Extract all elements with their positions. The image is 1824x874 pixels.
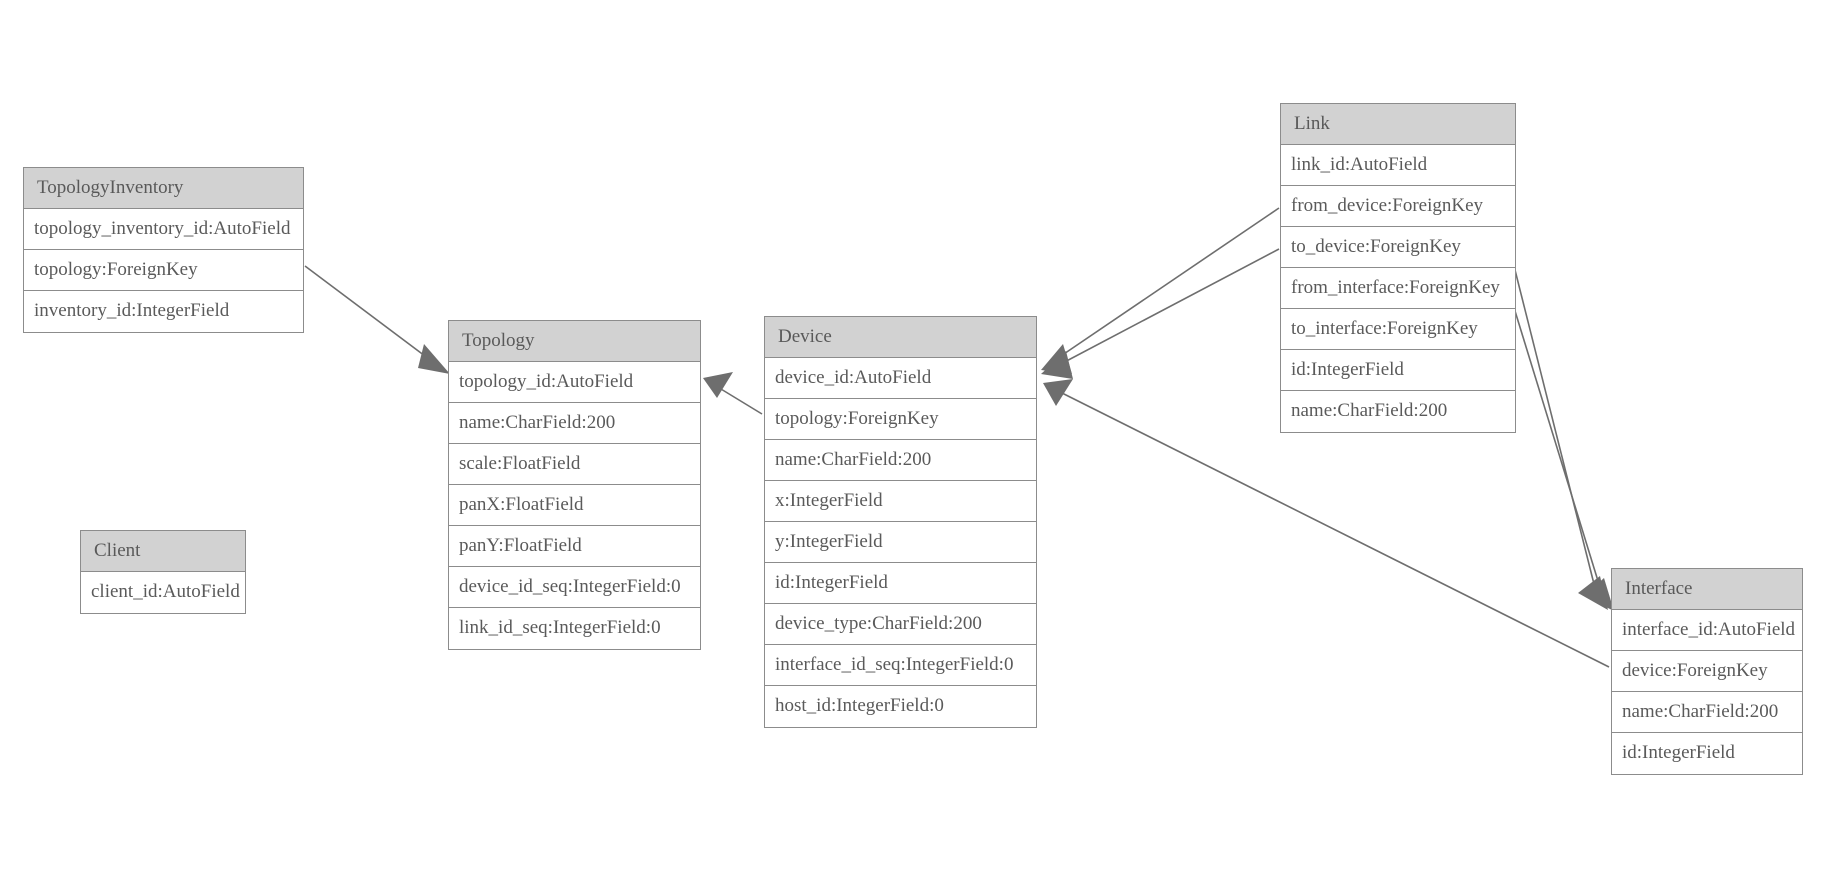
entity-topology[interactable]: Topology topology_id:AutoField name:Char… xyxy=(448,320,701,650)
entity-device[interactable]: Device device_id:AutoField topology:Fore… xyxy=(764,316,1037,728)
field-row: scale:FloatField xyxy=(449,444,700,485)
field-row: inventory_id:IntegerField xyxy=(24,291,303,332)
field-row: to_device:ForeignKey xyxy=(1281,227,1515,268)
field-row: id:IntegerField xyxy=(1281,350,1515,391)
entity-topology-inventory[interactable]: TopologyInventory topology_inventory_id:… xyxy=(23,167,304,333)
entity-interface[interactable]: Interface interface_id:AutoField device:… xyxy=(1611,568,1803,775)
field-row: name:CharField:200 xyxy=(449,403,700,444)
field-row: from_interface:ForeignKey xyxy=(1281,268,1515,309)
field-row: panX:FloatField xyxy=(449,485,700,526)
field-row: id:IntegerField xyxy=(1612,733,1802,774)
entity-link[interactable]: Link link_id:AutoField from_device:Forei… xyxy=(1280,103,1516,433)
edge-link-from-device xyxy=(1041,207,1280,374)
entity-title: Device xyxy=(765,317,1036,358)
field-row: y:IntegerField xyxy=(765,522,1036,563)
field-row: link_id_seq:IntegerField:0 xyxy=(449,608,700,649)
field-row: host_id:IntegerField:0 xyxy=(765,686,1036,727)
field-row: panY:FloatField xyxy=(449,526,700,567)
edge-link-to-interface xyxy=(1514,310,1614,611)
field-row: topology_inventory_id:AutoField xyxy=(24,209,303,250)
field-row: device:ForeignKey xyxy=(1612,651,1802,692)
entity-title: Link xyxy=(1281,104,1515,145)
entity-title: TopologyInventory xyxy=(24,168,303,209)
field-row: device_type:CharField:200 xyxy=(765,604,1036,645)
field-row: name:CharField:200 xyxy=(765,440,1036,481)
field-row: device_id_seq:IntegerField:0 xyxy=(449,567,700,608)
field-row: client_id:AutoField xyxy=(81,572,245,613)
field-row: topology:ForeignKey xyxy=(765,399,1036,440)
field-row: id:IntegerField xyxy=(765,563,1036,604)
field-row: device_id:AutoField xyxy=(765,358,1036,399)
entity-title: Interface xyxy=(1612,569,1802,610)
field-row: topology_id:AutoField xyxy=(449,362,700,403)
field-row: topology:ForeignKey xyxy=(24,250,303,291)
entity-client[interactable]: Client client_id:AutoField xyxy=(80,530,246,614)
field-row: link_id:AutoField xyxy=(1281,145,1515,186)
field-row: to_interface:ForeignKey xyxy=(1281,309,1515,350)
edge-link-from-interface xyxy=(1514,269,1608,610)
entity-title: Client xyxy=(81,531,245,572)
entity-title: Topology xyxy=(449,321,700,362)
field-row: x:IntegerField xyxy=(765,481,1036,522)
field-row: interface_id_seq:IntegerField:0 xyxy=(765,645,1036,686)
field-row: interface_id:AutoField xyxy=(1612,610,1802,651)
edge-topologyinventory-topology xyxy=(304,265,450,374)
edge-device-topology xyxy=(703,372,763,415)
field-row: from_device:ForeignKey xyxy=(1281,186,1515,227)
field-row: name:CharField:200 xyxy=(1281,391,1515,432)
edge-link-to-device xyxy=(1041,248,1280,379)
field-row: name:CharField:200 xyxy=(1612,692,1802,733)
